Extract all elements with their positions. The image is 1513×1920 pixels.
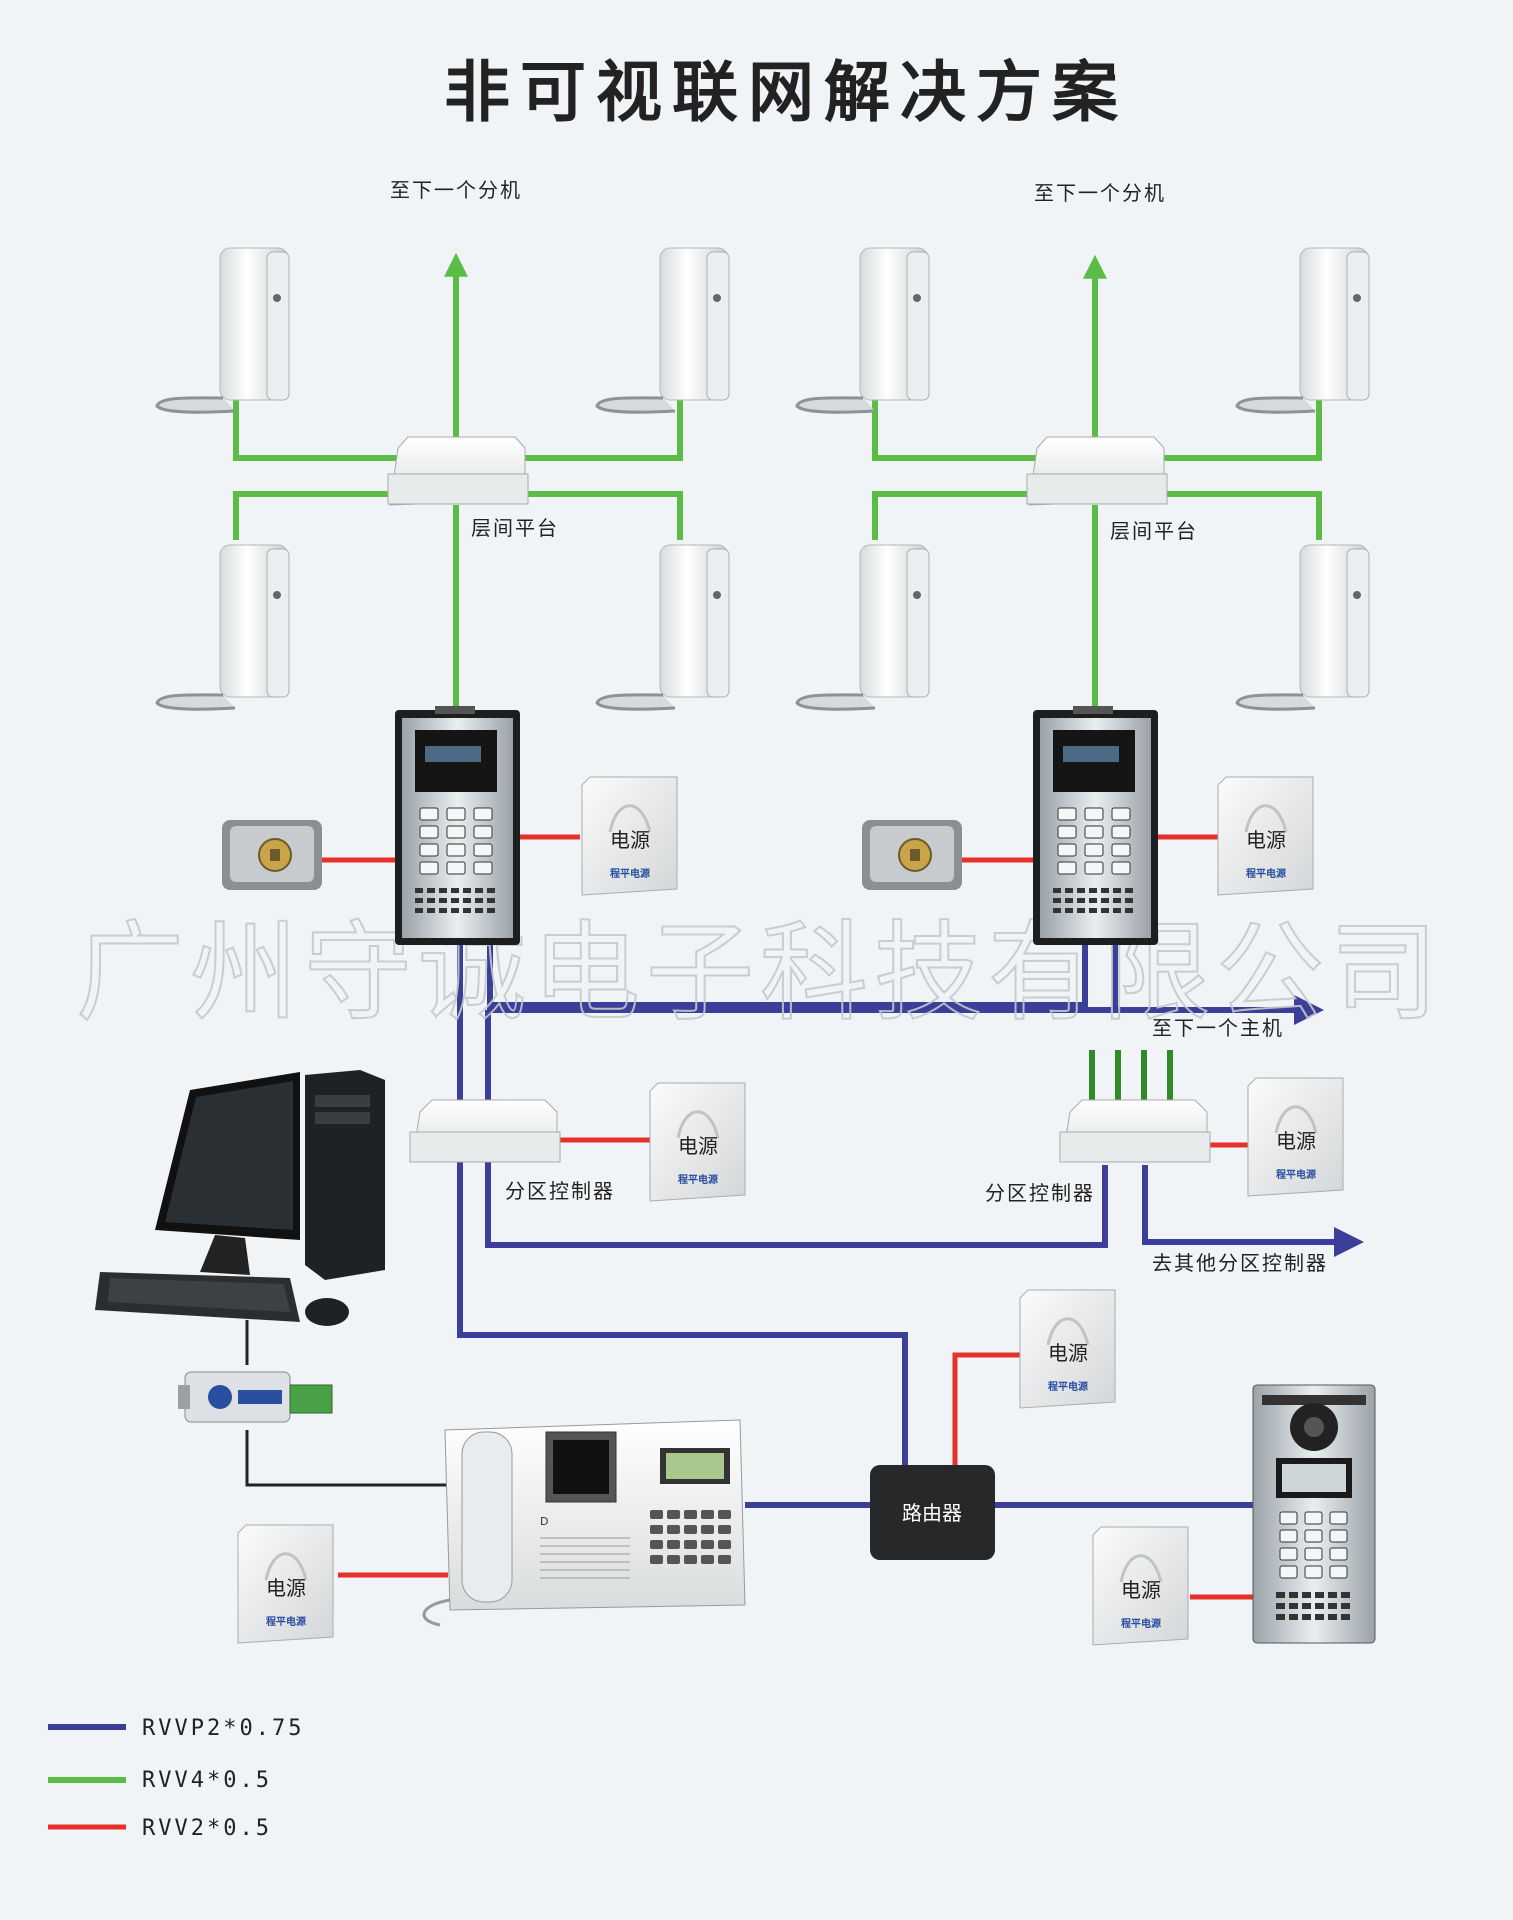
management-console: D [422, 1419, 746, 1627]
router: 路由器 [870, 1465, 995, 1560]
label-to-next-host: 至下一个主机 [1152, 1016, 1284, 1040]
computer [95, 1070, 385, 1326]
power-supply-label: 电源 [266, 1576, 306, 1600]
indoor-handset [155, 247, 290, 414]
label-to-next-extension-left: 至下一个分机 [390, 178, 522, 202]
door-station-master [395, 706, 520, 945]
legend: RVVP2*0.75 RVV4*0.5 RVV2*0.5 [142, 1716, 304, 1841]
floor-platform-right [1026, 436, 1168, 506]
label-to-next-extension-right: 至下一个分机 [1034, 181, 1166, 205]
black-wires [245, 1320, 448, 1487]
legend-item-rvv2: RVV2*0.5 [142, 1816, 272, 1841]
indoor-handset [595, 247, 730, 414]
indoor-handset [595, 544, 730, 711]
power-supply-brand: 程平电源 [266, 1615, 306, 1628]
unit-door-station [1252, 1384, 1376, 1644]
indoor-handset [1235, 544, 1370, 711]
legend-item-rvvp: RVVP2*0.75 [142, 1716, 304, 1741]
power-supply-label: 电源 [610, 828, 650, 852]
indoor-handset [795, 544, 930, 711]
blue-wires [48, 945, 1364, 1730]
red-wires [48, 834, 1255, 1830]
power-supply-brand: 程平电源 [1276, 1168, 1316, 1181]
legend-item-rvv4: RVV4*0.5 [142, 1768, 272, 1793]
power-supply-brand: 程平电源 [678, 1173, 718, 1186]
zone-controller-left [409, 1099, 561, 1163]
svg-text:D: D [540, 1515, 548, 1528]
label-floor-platform-right: 层间平台 [1110, 519, 1198, 543]
electric-lock-left [222, 820, 322, 890]
zone-controller-right [1059, 1050, 1211, 1163]
power-supply-label: 电源 [1246, 828, 1286, 852]
floor-platform-left [387, 436, 529, 506]
power-supply-brand: 程平电源 [610, 867, 650, 880]
indoor-handset [155, 544, 290, 711]
door-station-master [1033, 706, 1158, 945]
label-zone-controller-right: 分区控制器 [985, 1181, 1095, 1205]
power-supply-label: 电源 [1276, 1129, 1316, 1153]
label-zone-controller-left: 分区控制器 [505, 1179, 615, 1203]
electric-lock-right [862, 820, 962, 890]
power-supply-brand: 程平电源 [1048, 1380, 1088, 1393]
indoor-handsets [155, 247, 1370, 711]
router-label: 路由器 [902, 1501, 962, 1525]
watermark: 广州守诚电子科技有限公司 [76, 911, 1444, 1036]
diagram-labels: 至下一个分机 至下一个分机 层间平台 层间平台 至下一个主机 分区控制器 分区控… [390, 178, 1328, 1275]
indoor-handset [1235, 247, 1370, 414]
power-supply-label: 电源 [1048, 1341, 1088, 1365]
label-floor-platform-left: 层间平台 [471, 516, 559, 540]
page-title: 非可视联网解决方案 [444, 53, 1128, 131]
indoor-handset [795, 247, 930, 414]
power-supply-label: 电源 [678, 1134, 718, 1158]
power-supply-label: 电源 [1121, 1578, 1161, 1602]
serial-converter [178, 1371, 333, 1423]
power-supply-brand: 程平电源 [1121, 1617, 1161, 1630]
label-to-other-zone-controllers: 去其他分区控制器 [1152, 1251, 1328, 1275]
power-supply-brand: 程平电源 [1246, 867, 1286, 880]
